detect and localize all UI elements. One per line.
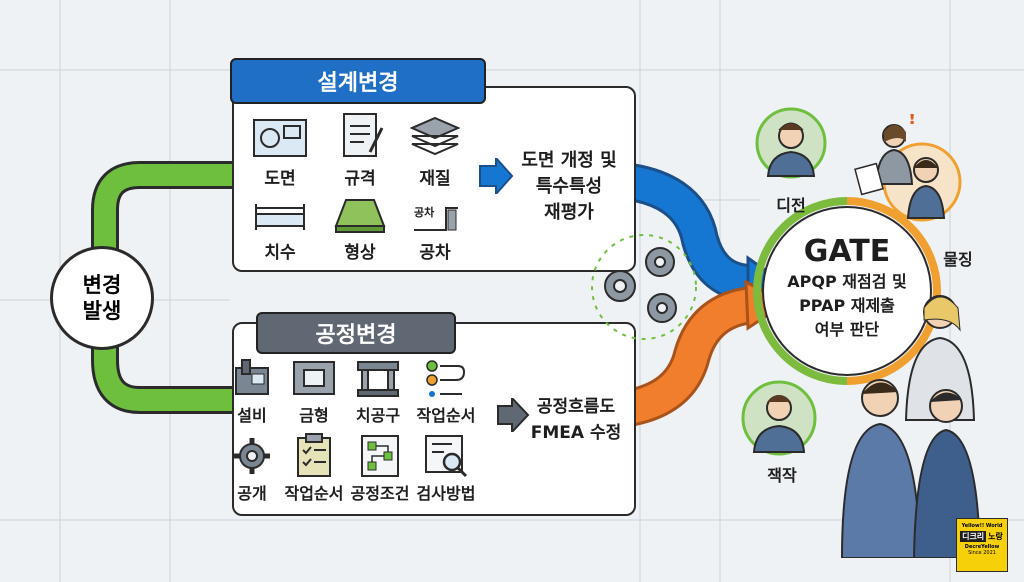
spec-document-icon (343, 113, 384, 157)
process-result-line1: 공정흐름도 (536, 397, 616, 417)
design-item-tolerance: 공차 (419, 243, 451, 263)
avatar-manufacturing (741, 380, 817, 456)
work-sequence-icon (426, 360, 466, 397)
badge-sub-text: DecreYellow (964, 544, 1000, 550)
design-change-result: 도면 개정 및 특수특성 재평가 (514, 148, 624, 226)
gate-line2: PPAP 재제출 (799, 296, 895, 315)
process-result-line2: FMEA 수정 (530, 423, 622, 443)
gate-line3: 여부 판단 (814, 320, 880, 339)
gears-cluster (591, 234, 697, 340)
design-result-line2: 특수특성 (535, 176, 603, 197)
badge-since-text: Since 2021 (968, 550, 996, 556)
jig-fixture-icon (357, 361, 399, 397)
shape-block-icon (334, 199, 386, 233)
quality-team-illustration: ! (854, 114, 962, 222)
design-item-material: 재질 (419, 169, 451, 189)
badge-mid-right: 노랑 (988, 532, 1003, 541)
role-label-manufacturing: 잭작 (767, 466, 797, 485)
design-item-dimension: 치수 (264, 243, 296, 263)
process-item-jig: 치공구 (355, 406, 401, 425)
checklist-clipboard-icon (297, 433, 331, 477)
change-trigger-node: 변경 발생 (50, 246, 154, 350)
tolerance-icon-text: 공차 (414, 205, 435, 219)
design-result-line3: 재평가 (544, 202, 594, 223)
trigger-line2: 발생 (82, 299, 122, 323)
trigger-line1: 변경 (82, 273, 122, 297)
badge-mid-left: 디크리 (960, 531, 987, 542)
process-change-title: 공정변경 (256, 312, 456, 354)
process-item-work-procedure: 작업순서 (284, 484, 344, 503)
material-layers-icon (410, 116, 460, 156)
gate-line1: APQP 재점검 및 (787, 272, 907, 291)
svg-text:!: ! (908, 114, 916, 129)
brand-badge: Yellow!! World 디크리 노랑 DecreYellow Since … (956, 518, 1008, 572)
design-item-spec: 규격 (344, 169, 376, 189)
gate-title: GATE (803, 234, 891, 269)
design-change-panel (232, 86, 636, 272)
equipment-machine-icon (235, 359, 269, 395)
tolerance-icon: 공차 (414, 205, 458, 231)
role-label-design: 디전 (776, 196, 806, 215)
gear-icon (234, 438, 270, 474)
role-label-quality: 물징 (943, 250, 973, 269)
inspection-search-icon (425, 435, 468, 478)
badge-top-text: Yellow!! World (961, 523, 1003, 529)
gear-icon-large (604, 270, 636, 302)
design-item-shape: 형상 (344, 243, 376, 263)
gate-ring (753, 197, 941, 385)
process-item-work-sequence: 작업순서 (416, 406, 476, 425)
process-flow-doc-icon (361, 435, 399, 477)
dimension-icon (255, 204, 305, 230)
process-item-mold: 금형 (299, 406, 329, 425)
avatar-design-engineer (755, 107, 827, 179)
design-change-title: 설계변경 (230, 58, 486, 104)
design-item-drawing: 도면 (264, 169, 296, 189)
design-result-line1: 도면 개정 및 (521, 150, 617, 171)
process-result-arrow (497, 398, 530, 432)
design-result-arrow (479, 158, 514, 194)
gate-decision-node: GATE APQP 재점검 및 PPAP 재제출 여부 판단 (764, 234, 930, 342)
gear-icon-bottom (647, 293, 677, 323)
process-item-inspection: 검사방법 (416, 484, 476, 503)
mold-icon (293, 361, 335, 395)
process-item-equipment: 설비 (237, 406, 267, 425)
process-change-result: 공정흐름도 FMEA 수정 (526, 394, 626, 446)
gear-icon-top (645, 247, 675, 277)
process-item-conditions: 공정조건 (350, 484, 410, 503)
drawing-icon (253, 119, 307, 157)
process-item-open: 공개 (237, 484, 267, 503)
